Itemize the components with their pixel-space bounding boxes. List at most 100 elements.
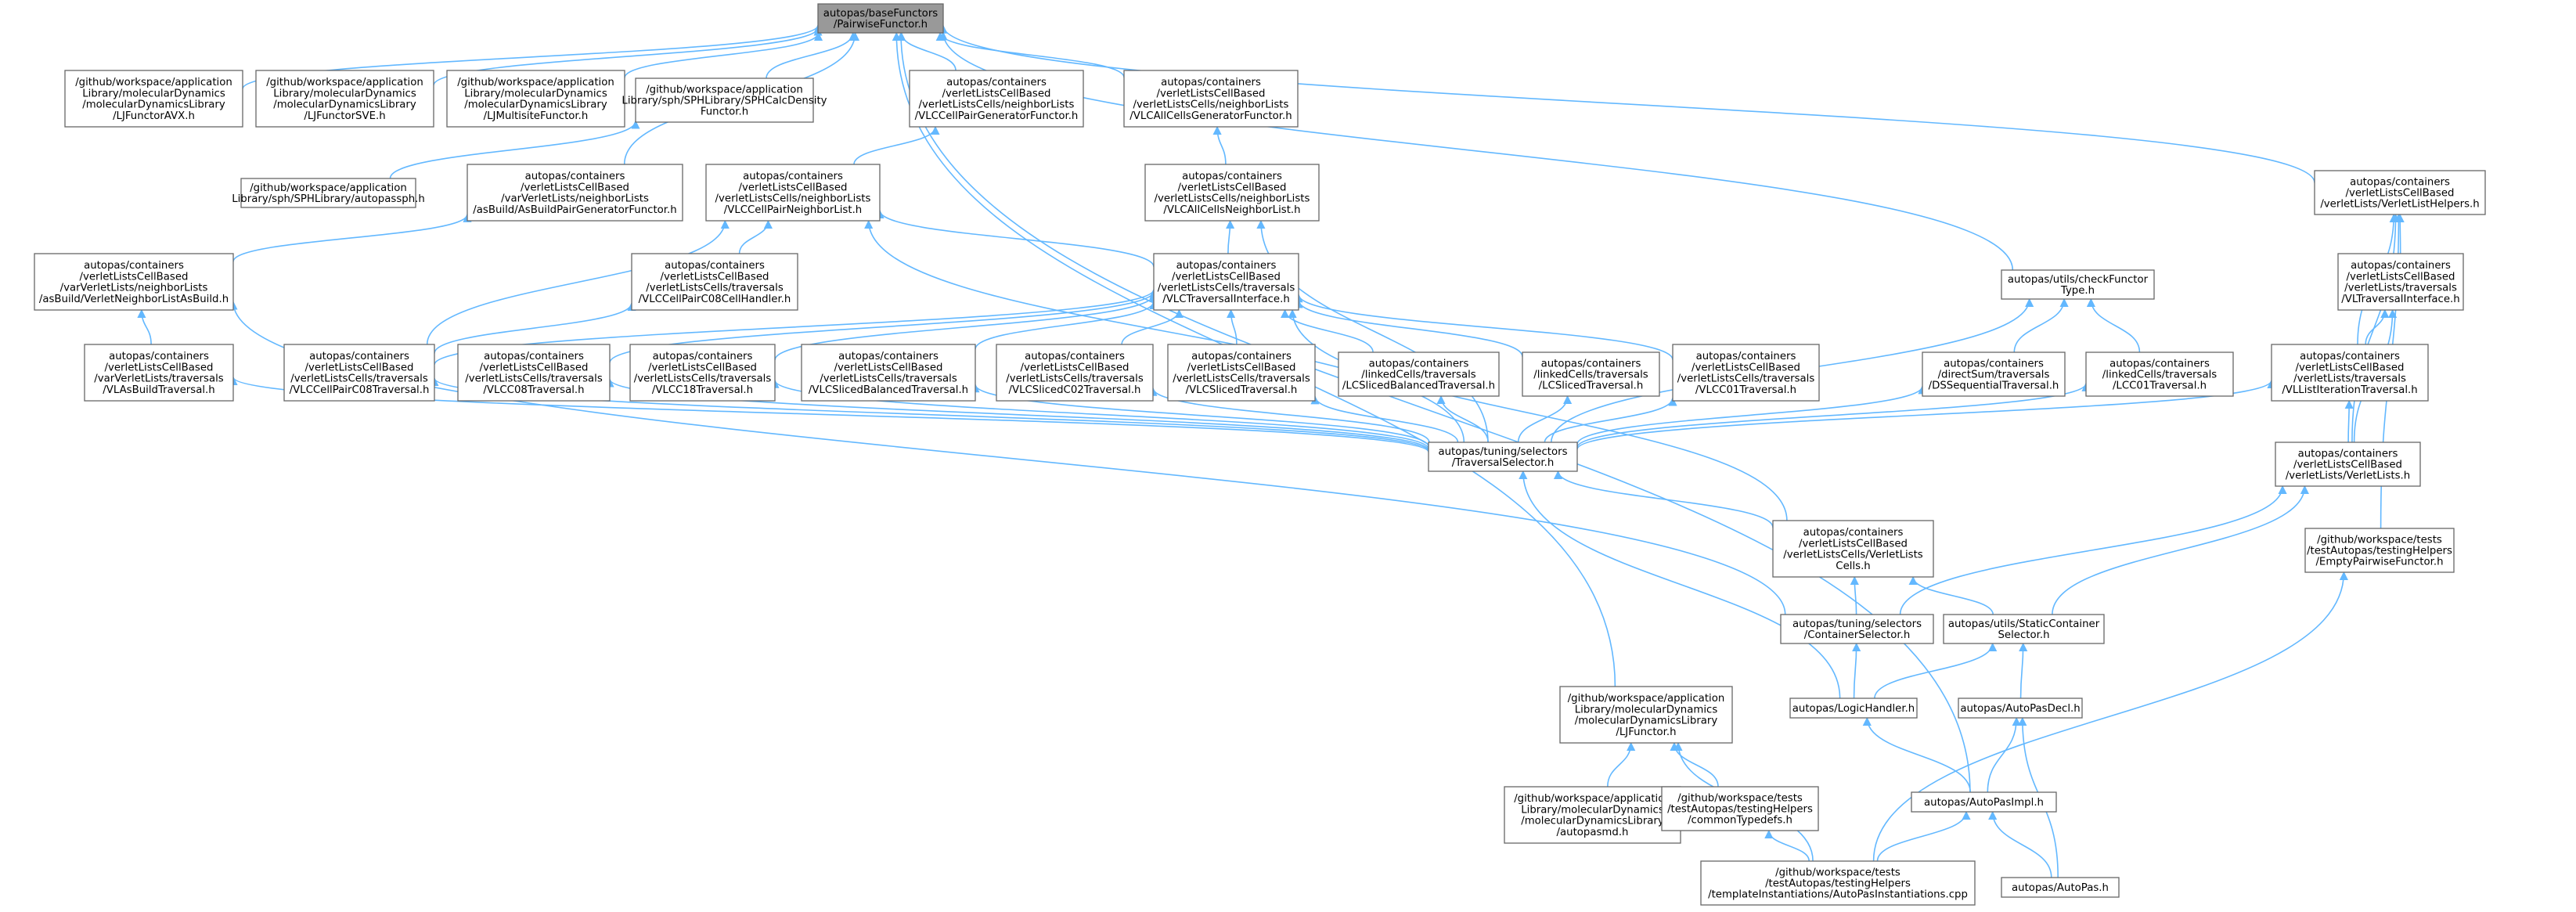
node-box [996, 344, 1154, 402]
file-node-vlcallnl[interactable]: autopas/containers/verletListsCellBased/… [1144, 164, 1320, 222]
file-node-ljmulti[interactable]: /github/workspace/applicationLibrary/mol… [446, 70, 625, 128]
node-label-line: /molecularDynamicsLibrary [1521, 816, 1664, 827]
node-label-line: autopas/containers [2350, 176, 2450, 188]
file-node-asbuildpair[interactable]: autopas/containers/verletListsCellBased/… [467, 164, 683, 222]
node-box [909, 70, 1084, 128]
include-edge [1874, 642, 1998, 699]
file-node-vlcsliced[interactable]: autopas/containers/verletListsCellBased/… [1167, 344, 1316, 402]
include-edge [766, 31, 858, 79]
node-label-line: /verletListsCellBased [1799, 538, 1908, 550]
node-label-line: /verletListsCellBased [80, 271, 189, 283]
node-label-line: /verletListsCellBased [2293, 460, 2402, 471]
node-label-line: /verletListsCells/traversals [1006, 373, 1144, 385]
node-label-line: autopas/containers [1025, 351, 1125, 362]
file-node-vlctravif[interactable]: autopas/containers/verletListsCellBased/… [1153, 253, 1299, 311]
file-node-autopassph[interactable]: /github/workspace/applicationLibrary/sph… [232, 178, 425, 208]
file-node-lcsliced[interactable]: autopas/containers/linkedCells/traversal… [1522, 351, 1660, 397]
file-node-vlcells[interactable]: autopas/containers/verletListsCellBased/… [1772, 520, 1934, 578]
file-node-lcc01[interactable]: autopas/containers/linkedCells/traversal… [2085, 351, 2234, 397]
file-node-ljsve[interactable]: /github/workspace/applicationLibrary/mol… [255, 70, 434, 128]
node-label-line: autopas/utils/checkFunctor [2008, 274, 2149, 286]
file-node-ljavx[interactable]: /github/workspace/applicationLibrary/mol… [64, 70, 243, 128]
node-label-line: /github/workspace/tests [2317, 534, 2442, 546]
include-edge [1764, 829, 1810, 862]
file-node-vlcallgen[interactable]: autopas/containers/verletListsCellBased/… [1123, 70, 1299, 128]
include-edge [2344, 399, 2354, 443]
include-edge [975, 300, 1158, 350]
include-edge [2019, 642, 2028, 699]
file-node-travsel[interactable]: autopas/tuning/selectors/TraversalSelect… [1428, 442, 1578, 472]
file-node-vlcpairnl[interactable]: autopas/containers/verletListsCellBased/… [705, 164, 881, 222]
file-node-vnlasbuild[interactable]: autopas/containers/verletListsCellBased/… [34, 253, 234, 311]
node-box [1144, 164, 1320, 222]
node-label-line: autopas/containers [1541, 358, 1641, 369]
file-node-autopasmd[interactable]: /github/workspace/applicationLibrary/mol… [1504, 786, 1681, 844]
file-node-verletlists[interactable]: autopas/containers/verletListsCellBased/… [2275, 442, 2421, 487]
include-edge [2365, 308, 2390, 345]
include-edge [389, 120, 640, 179]
file-node-root[interactable]: autopas/baseFunctors/PairwiseFunctor.h [817, 3, 944, 34]
file-node-autopasimpl[interactable]: autopas/AutoPasImpl.h [1911, 791, 2057, 813]
node-label-line: autopas/AutoPasDecl.h [1960, 703, 2080, 715]
node-label-line: /LJFunctorSVE.h [304, 110, 385, 122]
include-edge [1850, 575, 1859, 615]
file-node-vlcc01[interactable]: autopas/containers/verletListsCellBased/… [1672, 344, 1820, 402]
node-label-line: /directSum/traversals [1938, 369, 2050, 381]
node-label-line: Library/molecularDynamics [82, 88, 225, 99]
node-box [1789, 698, 1918, 719]
include-edge [1607, 741, 1636, 788]
file-node-vlcslicedbal[interactable]: autopas/containers/verletListsCellBased/… [801, 344, 976, 402]
node-label-line: /verletListsCellBased [1187, 362, 1296, 373]
file-node-commontypedefs[interactable]: /github/workspace/tests/testAutopas/test… [1661, 786, 1819, 831]
file-node-vlcc18[interactable]: autopas/containers/verletListsCellBased/… [629, 344, 776, 402]
include-edge [2086, 297, 2141, 353]
file-node-vlcc08handler[interactable]: autopas/containers/verletListsCellBased/… [631, 253, 798, 311]
node-label-line: /LJMultisiteFunctor.h [484, 110, 589, 122]
file-node-autopasdecl[interactable]: autopas/AutoPasDecl.h [1958, 698, 2083, 719]
file-node-autopasinst[interactable]: /github/workspace/tests/testAutopas/test… [1700, 860, 1976, 906]
include-edge [2052, 485, 2309, 615]
file-node-autopash[interactable]: autopas/AutoPas.h [2001, 877, 2120, 898]
node-label-line: /varVerletLists/neighborLists [501, 193, 649, 205]
include-edge [1670, 741, 1719, 788]
file-node-emptyfunctor[interactable]: /github/workspace/tests/testAutopas/test… [2304, 528, 2455, 573]
file-node-vlasbuildtrav[interactable]: autopas/containers/verletListsCellBased/… [84, 344, 234, 402]
file-node-logichandler[interactable]: autopas/LogicHandler.h [1789, 698, 1918, 719]
file-node-ljfunctor[interactable]: /github/workspace/applicationLibrary/mol… [1559, 686, 1733, 744]
node-label-line: /varVerletLists/traversals [94, 373, 224, 385]
node-label-line: /VLCC18Traversal.h [652, 384, 753, 396]
file-node-vllistiter[interactable]: autopas/containers/verletListsCellBased/… [2271, 344, 2429, 402]
file-node-vlcslicedc02[interactable]: autopas/containers/verletListsCellBased/… [996, 344, 1154, 402]
node-label-line: Library/molecularDynamics [273, 88, 416, 99]
include-edge [1294, 299, 1523, 358]
node-label-line: /templateInstantiations/AutoPasInstantia… [1708, 889, 1968, 901]
node-box [1559, 686, 1733, 744]
file-node-sphcalc[interactable]: /github/workspace/applicationLibrary/sph… [621, 78, 827, 123]
node-label-line: autopas/AutoPas.h [2012, 882, 2109, 894]
node-label-line: Library/sph/SPHLibrary/autopassph.h [232, 193, 425, 205]
node-label-line: /molecularDynamicsLibrary [464, 99, 607, 111]
node-label-line: /verletListsCellBased [834, 362, 943, 373]
node-label-line: /verletLists/traversals [2344, 283, 2457, 294]
include-edge [939, 31, 2014, 271]
file-node-dsseq[interactable]: autopas/containers/directSum/traversals/… [1922, 351, 2066, 397]
file-node-vlhelpers[interactable]: autopas/containers/verletListsCellBased/… [2314, 170, 2486, 215]
include-edge [1225, 219, 1235, 254]
node-label-line: /verletListsCellBased [2347, 271, 2455, 283]
file-node-vlcpairgen[interactable]: autopas/containers/verletListsCellBased/… [909, 70, 1084, 128]
file-node-vltravif[interactable]: autopas/containers/verletListsCellBased/… [2337, 253, 2464, 311]
node-box [467, 164, 683, 222]
node-label-line: /verletListsCells/VerletLists [1783, 550, 1923, 561]
node-label-line: /verletListsCellBased [105, 362, 214, 373]
file-node-vlcpairc08[interactable]: autopas/containers/verletListsCellBased/… [283, 344, 435, 402]
node-label-line: /LJFunctor.h [1616, 726, 1676, 738]
file-node-lcslicedbal[interactable]: autopas/containers/linkedCells/traversal… [1338, 351, 1500, 397]
node-label-line: autopas/containers [1369, 358, 1469, 369]
file-node-contsel[interactable]: autopas/tuning/selectors/ContainerSelect… [1780, 614, 1934, 644]
node-box [629, 344, 776, 402]
include-edge [1227, 308, 1238, 345]
file-node-vlcc08[interactable]: autopas/containers/verletListsCellBased/… [457, 344, 611, 402]
